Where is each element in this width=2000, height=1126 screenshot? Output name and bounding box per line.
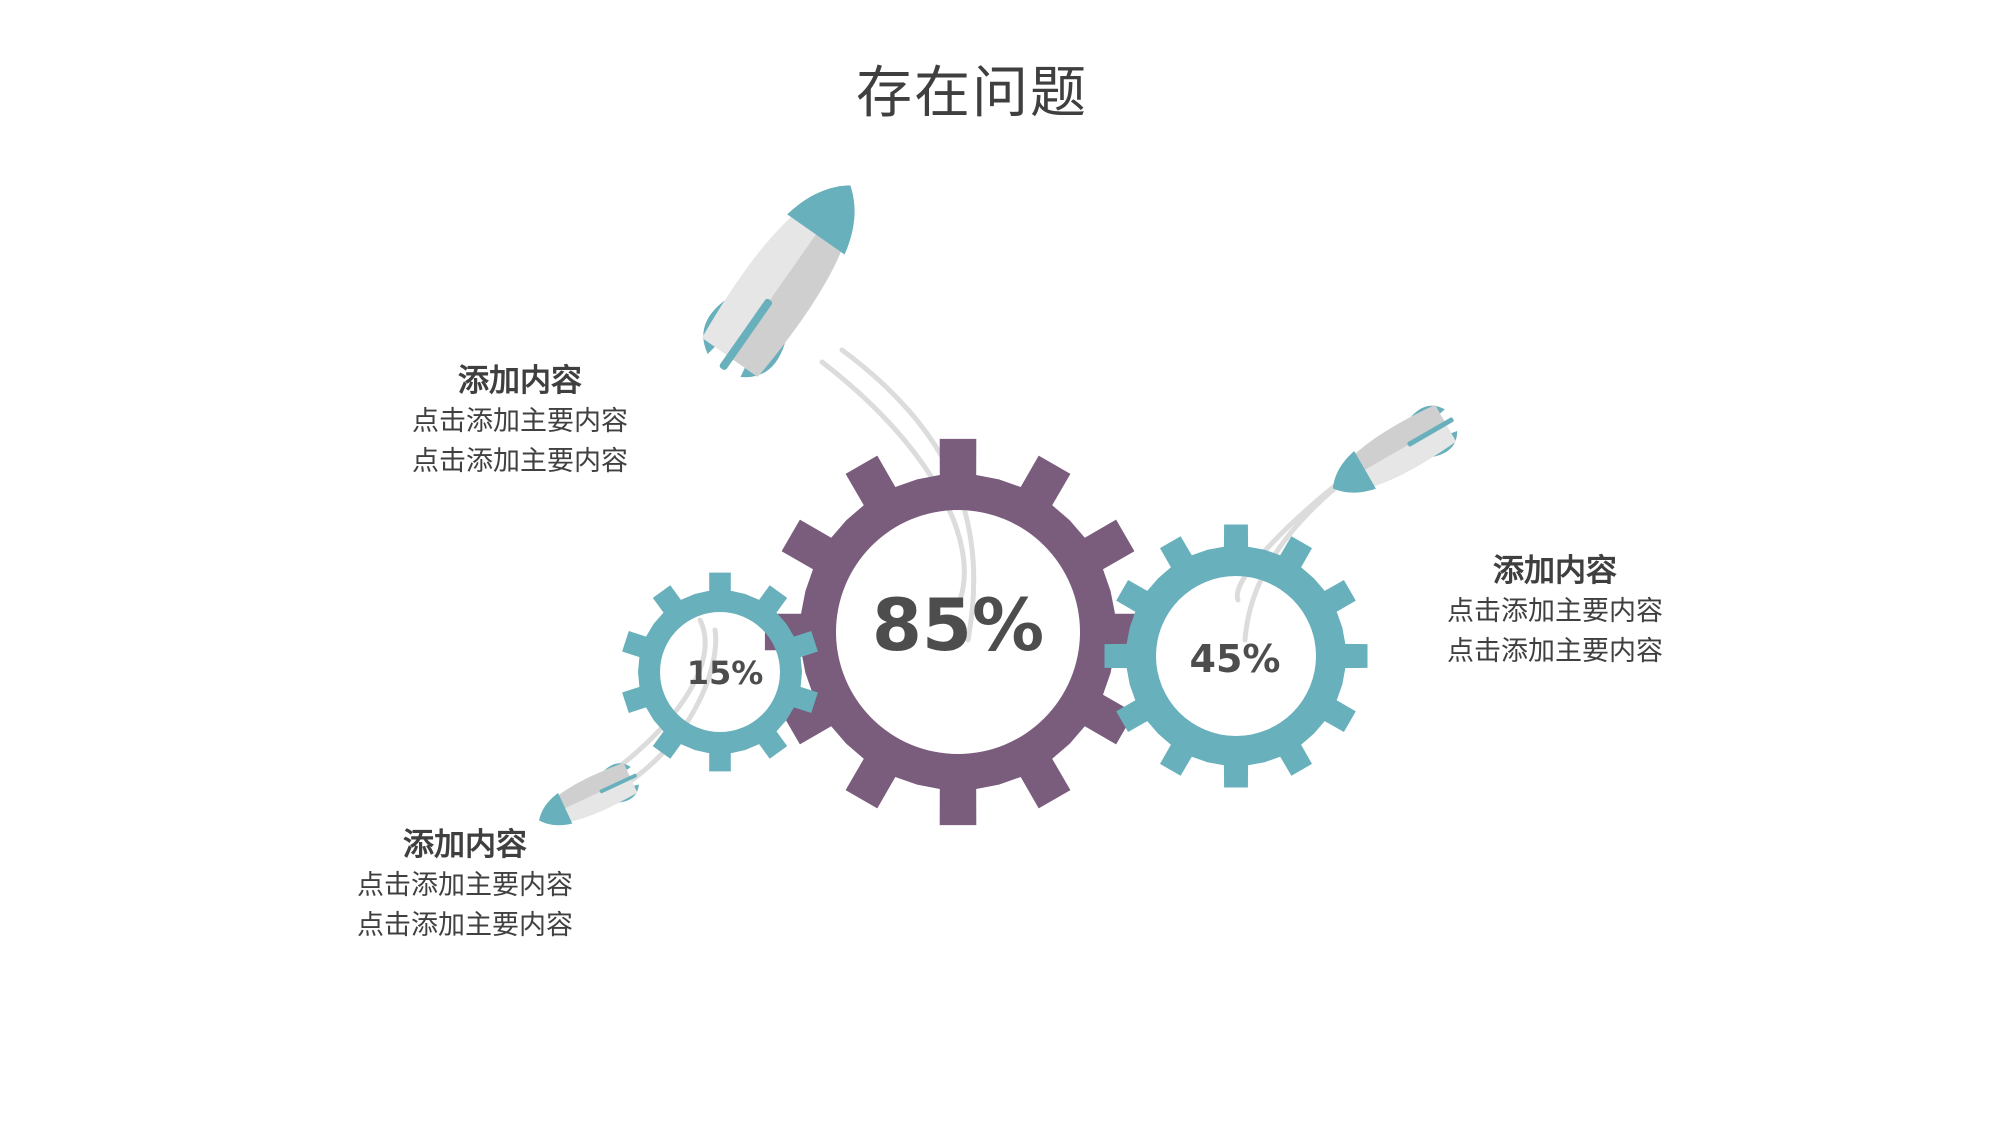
gear-large-label: 85% <box>872 583 1044 667</box>
page-title: 存在问题 <box>856 61 1088 126</box>
gear-large-shape <box>764 438 1152 826</box>
rocket-trail <box>612 617 708 773</box>
gear-medium-label: 45% <box>1190 637 1281 681</box>
gear-medium <box>1104 524 1368 788</box>
block-heading: 添加内容 <box>403 827 527 863</box>
gear-small <box>622 572 818 772</box>
block-heading: 添加内容 <box>1493 553 1617 589</box>
rocket-trail <box>629 627 719 783</box>
block-line: 点击添加主要内容 <box>1447 636 1663 667</box>
gear-small-shape <box>622 572 818 772</box>
block-line: 点击添加主要内容 <box>412 406 628 437</box>
rocket-icon <box>539 763 639 826</box>
gear-large <box>764 438 1152 826</box>
gear-medium-shape <box>1104 524 1368 788</box>
rocket-icon <box>701 185 855 378</box>
text-block-top-left: 添加内容 点击添加主要内容 点击添加主要内容 <box>380 360 660 482</box>
text-block-bottom-left: 添加内容 点击添加主要内容 点击添加主要内容 <box>325 824 605 946</box>
rocket-trail <box>1234 467 1358 603</box>
rocket-icon <box>1332 405 1458 493</box>
gear-small-label: 15% <box>687 654 764 692</box>
text-block-right: 添加内容 点击添加主要内容 点击添加主要内容 <box>1415 550 1695 672</box>
block-heading: 添加内容 <box>458 363 582 399</box>
block-line: 点击添加主要内容 <box>357 870 573 901</box>
block-line: 点击添加主要内容 <box>1447 596 1663 627</box>
block-line: 点击添加主要内容 <box>412 446 628 477</box>
block-line: 点击添加主要内容 <box>357 910 573 941</box>
